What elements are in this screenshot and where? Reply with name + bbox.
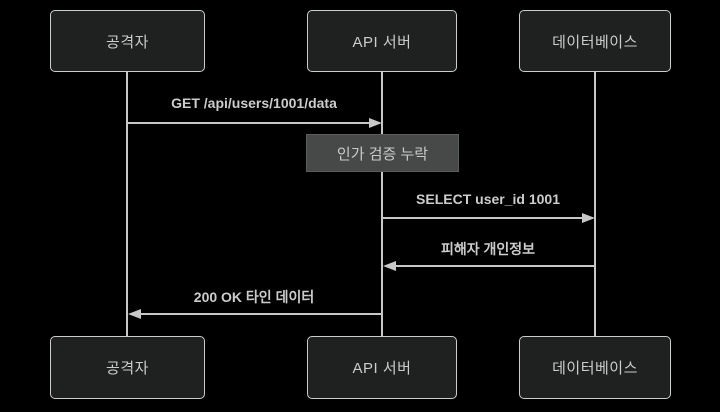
actor-label-database: 데이터베이스: [552, 360, 638, 377]
actor-label-attacker: 공격자: [106, 360, 149, 377]
message-label-get-request: GET /api/users/1001/data: [171, 95, 337, 111]
lifeline-api-server: [381, 72, 383, 336]
message-label-victim-data: 피해자 개인정보: [440, 241, 536, 257]
actor-label-database: 데이터베이스: [552, 33, 638, 51]
actor-box-api-server-top: API 서버: [307, 10, 457, 72]
arrowhead-left-icon: [383, 261, 396, 271]
arrowhead-right-icon: [582, 213, 595, 223]
message-arrow-200-ok-response: [140, 313, 381, 315]
actor-box-database-top: 데이터베이스: [519, 10, 671, 72]
actor-label-attacker: 공격자: [106, 33, 149, 51]
actor-box-api-server-bottom: API 서버: [307, 336, 457, 399]
actor-box-database-bottom: 데이터베이스: [519, 336, 671, 399]
message-arrow-select-query: [382, 217, 583, 219]
arrowhead-left-icon: [128, 309, 141, 319]
arrowhead-right-icon: [369, 118, 382, 128]
lifeline-attacker: [126, 72, 128, 336]
actor-label-api-server: API 서버: [352, 33, 412, 51]
message-arrow-get-request: [127, 122, 370, 124]
message-label-select-query: SELECT user_id 1001: [416, 191, 560, 207]
actor-box-attacker-bottom: 공격자: [50, 336, 205, 399]
message-label-200-ok-response: 200 OK 타인 데이터: [193, 289, 315, 305]
actor-box-attacker-top: 공격자: [50, 10, 205, 72]
actor-label-api-server: API 서버: [352, 360, 412, 377]
lifeline-database: [594, 72, 596, 336]
message-arrow-victim-data: [395, 265, 594, 267]
note-authorization-check-missing: 인가 검증 누락: [306, 134, 459, 172]
